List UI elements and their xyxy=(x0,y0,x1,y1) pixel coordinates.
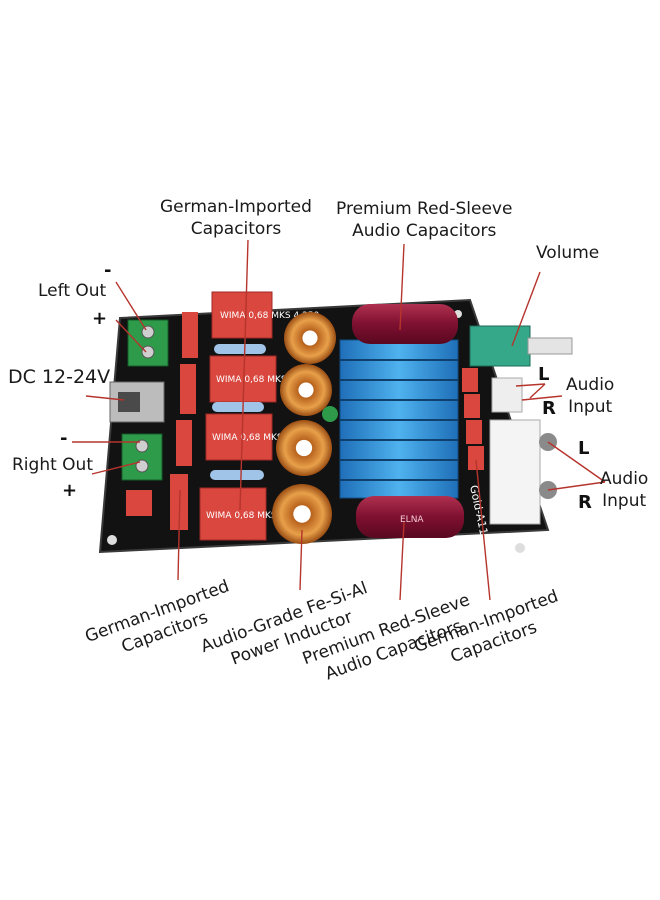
leader-lines xyxy=(72,239,606,601)
right-out-label: Right Out xyxy=(12,455,93,475)
right-out-plus: + xyxy=(62,480,78,501)
heatsink xyxy=(339,339,459,499)
left-out-terminal xyxy=(127,319,169,367)
red-sleeve-capacitors xyxy=(352,304,464,538)
red-sleeve-top-label: Premium Red-Sleeve Audio Capacitors xyxy=(336,199,513,241)
wima-label-4: WIMA 0,68 MKS 4 250~ xyxy=(206,511,313,521)
input1-L: L xyxy=(538,364,550,385)
left-out-label: Left Out xyxy=(38,281,107,301)
volume-potentiometer xyxy=(469,325,573,367)
left-out-plus: + xyxy=(92,308,108,329)
small-capacitors-left xyxy=(170,312,198,530)
dc-input-label: DC 12-24V xyxy=(8,366,111,388)
german-capacitors-top-label: German-Imported Capacitors xyxy=(160,197,312,239)
rca-jacks xyxy=(489,419,557,525)
dc-jack xyxy=(109,381,165,423)
input1-R: R xyxy=(542,398,556,419)
audio-input-header xyxy=(491,377,523,413)
audio-input-1-label: Audio Input xyxy=(566,375,615,417)
input2-L: L xyxy=(578,438,590,459)
power-inductors xyxy=(272,312,338,544)
wima-label-3: WIMA 0,68 MKS 4 250~ xyxy=(212,433,319,443)
wima-label-2: WIMA 0,68 MKS 4 250 xyxy=(216,375,316,385)
input2-R: R xyxy=(578,492,592,513)
right-out-minus: - xyxy=(60,428,68,449)
wima-capacitors xyxy=(199,291,277,541)
left-out-minus: - xyxy=(104,260,112,281)
elna-label: ELNA xyxy=(400,515,424,525)
audio-input-2-label: Audio Input xyxy=(600,469,649,511)
small-capacitors-right xyxy=(462,368,484,470)
volume-label: Volume xyxy=(536,243,600,263)
wima-label-1: WIMA 0,68 MKS 4 250 xyxy=(220,311,320,321)
